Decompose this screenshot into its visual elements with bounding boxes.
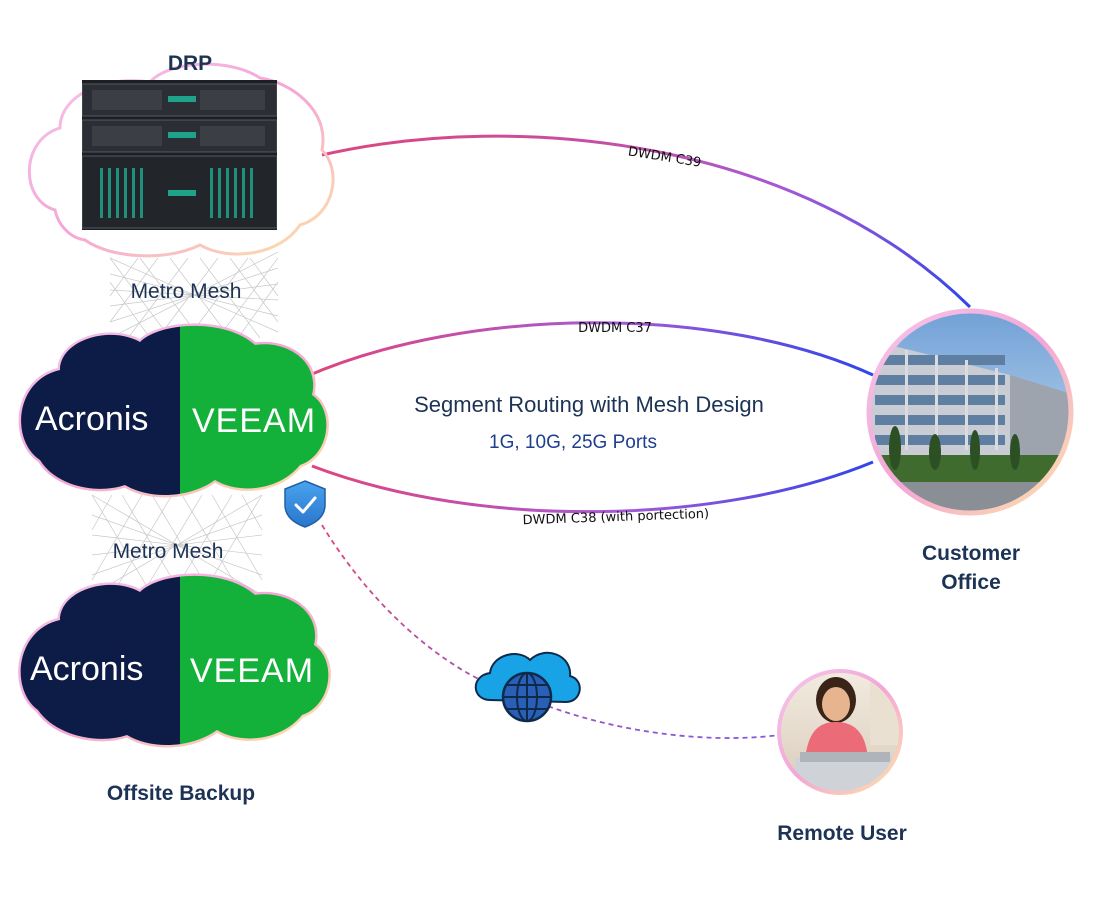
center-ports: 1G, 10G, 25G Ports: [489, 432, 657, 453]
backup-cloud-offsite: Acronis VEEAM Offsite Backup: [18, 573, 331, 805]
link-c39-line: [321, 134, 972, 309]
metro-mesh-lattice-bottom: [91, 494, 263, 596]
drp-node: DRP: [27, 52, 335, 258]
customer-office-label-line1: Customer: [922, 542, 1020, 565]
cloud-globe-icon: [474, 651, 581, 723]
acronis-logo-text: Acronis: [35, 400, 148, 438]
metro-mesh-top-label: Metro Mesh: [131, 280, 242, 303]
link-c38-label: DWDM C38 (with portection): [522, 507, 709, 529]
remote-user-label: Remote User: [777, 822, 907, 845]
link-c37-line: [304, 321, 874, 379]
veeam-logo-text: VEEAM: [192, 402, 316, 440]
server-rack-image: [82, 80, 277, 230]
metro-mesh-bottom-label: Metro Mesh: [113, 540, 224, 563]
remote-link-dashed-line: [321, 524, 781, 739]
acronis-logo-text-offsite: Acronis: [30, 650, 143, 688]
shield-check-icon: [284, 480, 326, 528]
metro-mesh-lattice-top: [109, 251, 279, 339]
offsite-backup-label: Offsite Backup: [107, 782, 255, 805]
office-building-photo: [869, 311, 1071, 513]
link-c39-label: DWDM C39: [627, 144, 702, 170]
remote-user-node: Remote User: [777, 669, 907, 845]
customer-office-label-line2: Office: [941, 571, 1001, 594]
customer-office-node: Customer Office: [866, 308, 1074, 594]
link-c38-line: [311, 460, 874, 514]
center-title: Segment Routing with Mesh Design: [414, 392, 764, 417]
drp-cloud-outline: [27, 62, 335, 258]
drp-label: DRP: [168, 52, 212, 75]
backup-cloud-primary: Acronis VEEAM: [18, 323, 329, 498]
veeam-logo-text-offsite: VEEAM: [190, 652, 314, 690]
link-c37-label: DWDM C37: [578, 321, 652, 336]
